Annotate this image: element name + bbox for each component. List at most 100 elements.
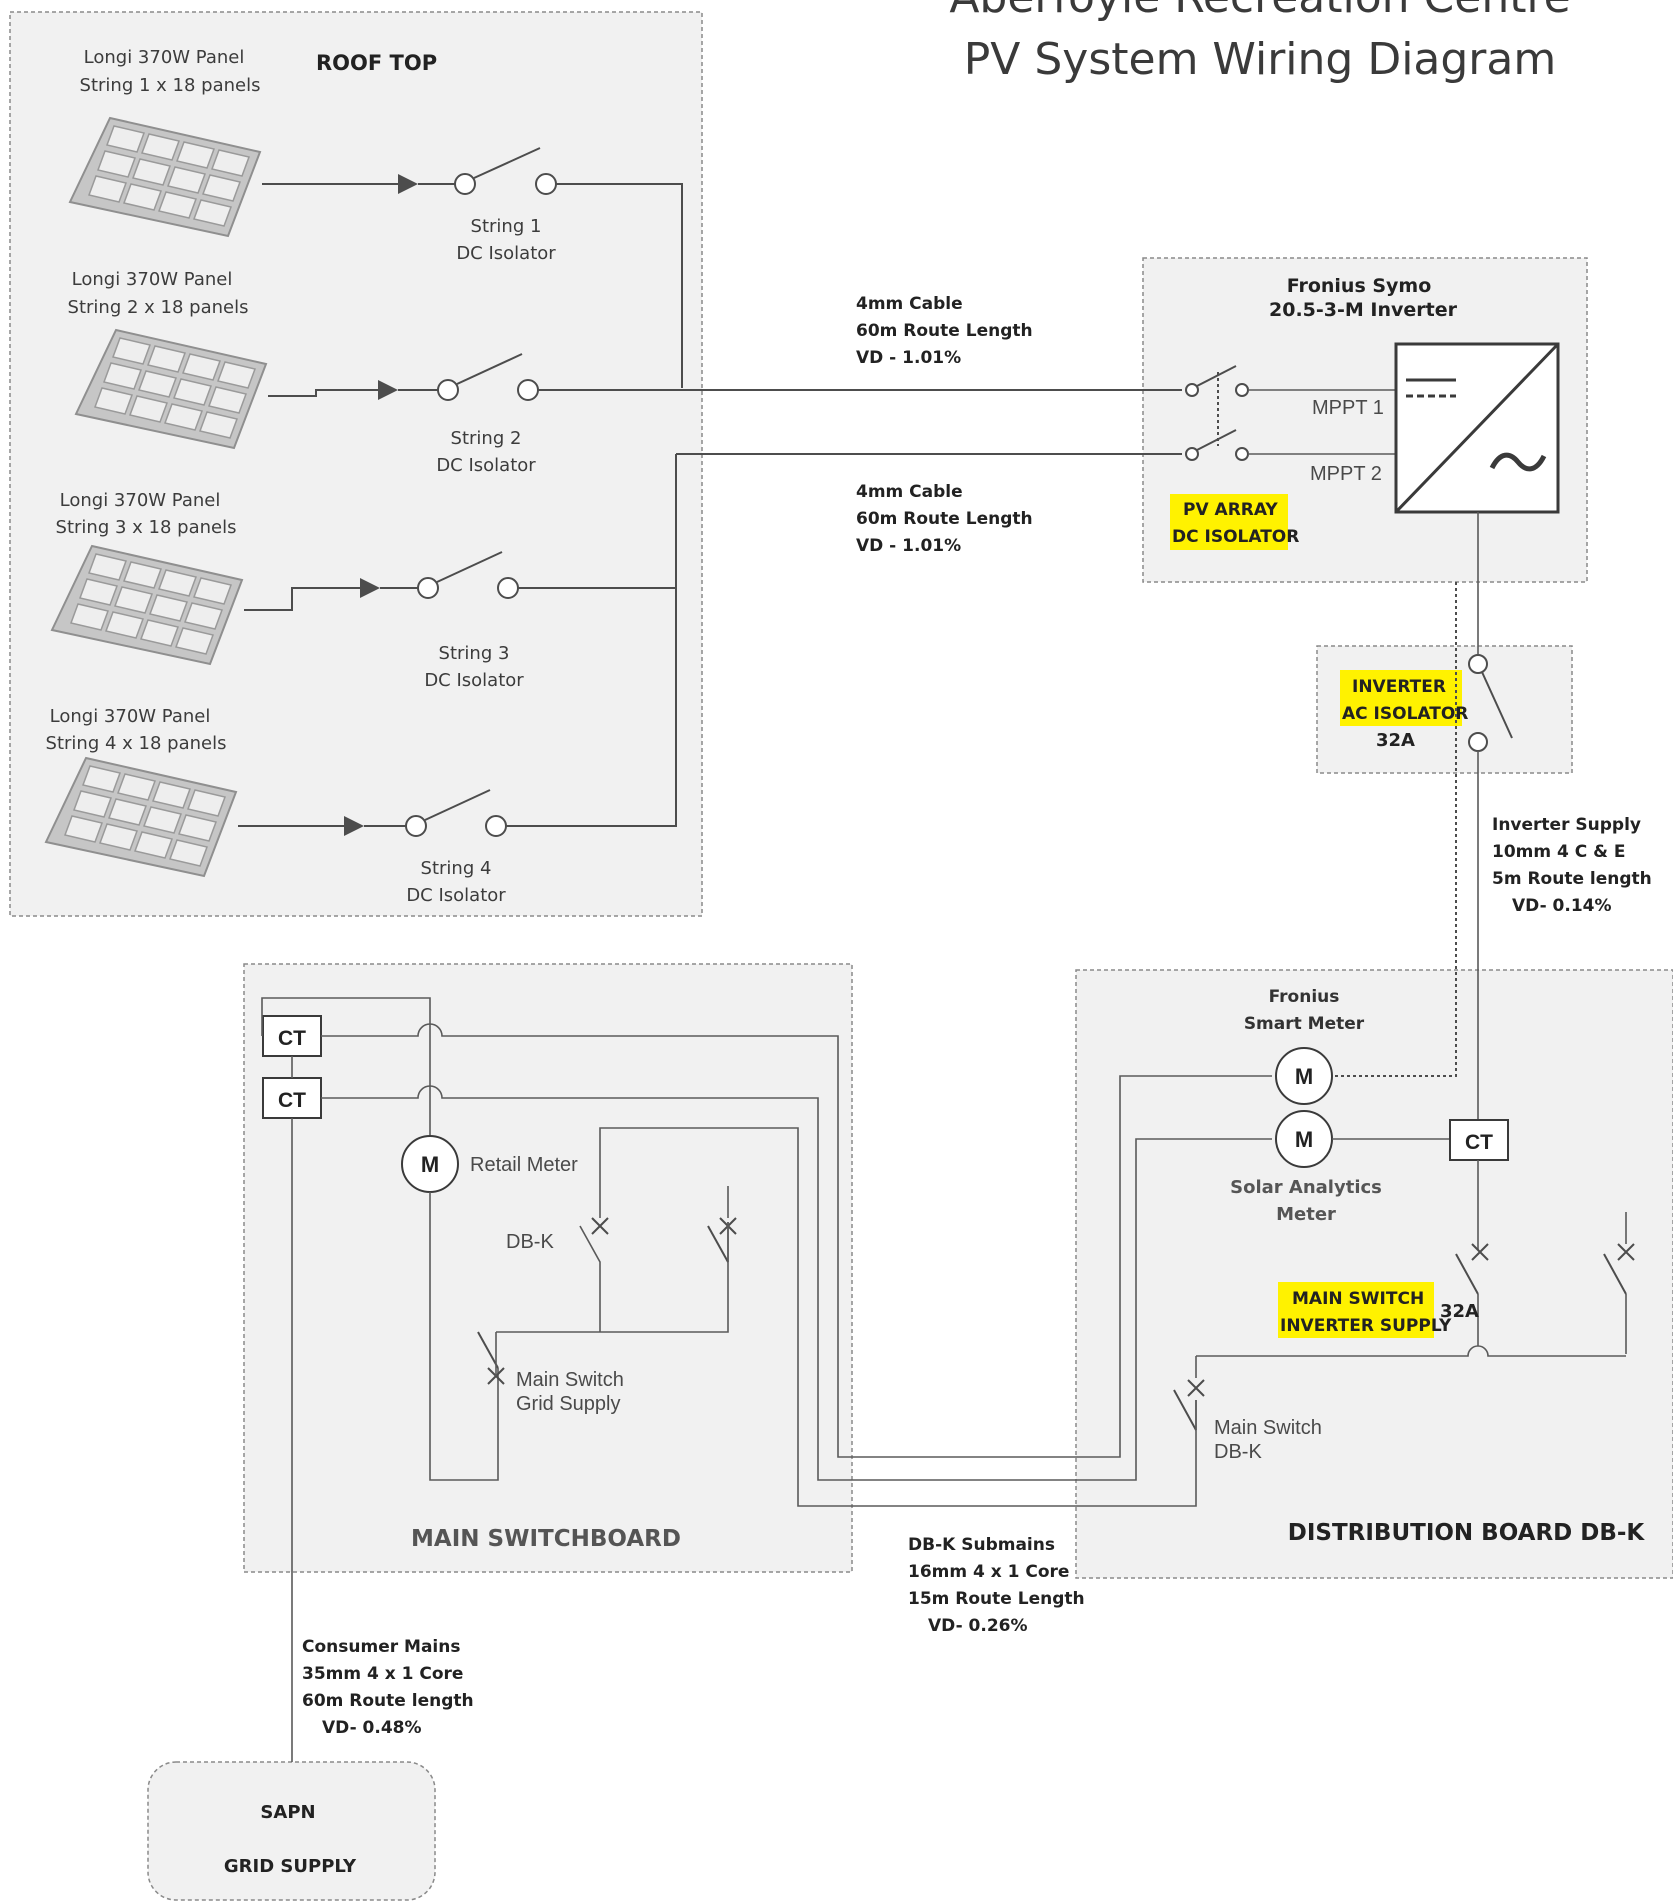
- ms-main-switch-label: Main Switch: [516, 1369, 624, 1391]
- retail-meter-label: Retail Meter: [470, 1154, 578, 1176]
- submains-length: 15m Route Length: [908, 1589, 1085, 1609]
- smart-meter-type: Smart Meter: [1244, 1014, 1365, 1034]
- dbk-main-switch-blade: [1173, 1389, 1197, 1431]
- arrow-icon: [378, 380, 398, 400]
- string-1-panel-count: String 1 x 18 panels: [80, 75, 261, 96]
- ac-isolator-terminal: [1468, 654, 1488, 674]
- string-3-panel-label: Longi 370W Panel: [60, 490, 221, 511]
- inv-supply-switch-highlight: [1278, 1282, 1434, 1338]
- string-1-isolator-blade: [473, 147, 541, 179]
- retail-meter-symbol: M: [421, 1152, 439, 1177]
- analytics-meter-type: Meter: [1276, 1204, 1336, 1225]
- consumer-mains-size: 35mm 4 x 1 Core: [302, 1664, 463, 1684]
- dbk-main-switch-type: DB-K: [1214, 1441, 1262, 1463]
- string-2-isolator-terminal: [437, 379, 459, 401]
- ms-main-switch-type: Grid Supply: [516, 1393, 621, 1415]
- db-k-box: [1075, 969, 1673, 1579]
- string-4-panel-count: String 4 x 18 panels: [46, 733, 227, 754]
- analytics-meter-symbol: M: [1295, 1127, 1313, 1152]
- inv-supply-breaker-blade: [1455, 1253, 1479, 1295]
- grid-supply-box: [147, 1761, 436, 1901]
- consumer-mains-length: 60m Route length: [302, 1691, 474, 1711]
- string-2-panel-label: Longi 370W Panel: [72, 269, 233, 290]
- string-2-panel-count: String 2 x 18 panels: [68, 297, 249, 318]
- fronius-smart-meter: [1275, 1047, 1333, 1105]
- ac-isolator-blade: [1481, 671, 1513, 739]
- string-4-isolator-terminal: [405, 815, 427, 837]
- ct-2-label: CT: [278, 1089, 306, 1112]
- inverter-supply-label: Inverter Supply: [1492, 815, 1641, 835]
- mppt-2-label: MPPT 2: [1310, 463, 1382, 485]
- pv-isolator-terminal: [1185, 383, 1199, 397]
- string-1-isolator-terminal: [535, 173, 557, 195]
- main-switchboard-heading: MAIN SWITCHBOARD: [411, 1526, 681, 1552]
- dc-cable-2-length: 60m Route Length: [856, 509, 1033, 529]
- string-1-isolator-label: String 1: [471, 216, 542, 237]
- ac-isolator-terminal: [1468, 732, 1488, 752]
- string-3-panel-count: String 3 x 18 panels: [56, 517, 237, 538]
- string-4-isolator-blade: [424, 789, 491, 821]
- diagram-title-line2: PV System Wiring Diagram: [964, 34, 1556, 85]
- db-k-busbar: [1196, 1345, 1626, 1357]
- string-2-isolator-terminal: [517, 379, 539, 401]
- diagram-title-line1: Aberfoyle Recreation Centre: [949, 0, 1570, 23]
- ms-dbk-breaker-label: DB-K: [506, 1231, 554, 1253]
- string-4-panel-label: Longi 370W Panel: [50, 706, 211, 727]
- pv-isolator-terminal: [1235, 447, 1249, 461]
- arrow-icon: [360, 578, 380, 598]
- string-3-wire: [244, 587, 374, 611]
- smart-meter-symbol: M: [1295, 1064, 1313, 1089]
- mppt-1-label: MPPT 1: [1312, 397, 1384, 419]
- string-3-isolator-type: DC Isolator: [424, 670, 524, 691]
- string-3-isolator-label: String 3: [439, 643, 510, 664]
- pv-isolator-type: DC ISOLATOR: [1172, 527, 1299, 547]
- ac-isolator-rating: 32A: [1376, 730, 1415, 751]
- string-1-isolator-type: DC Isolator: [456, 243, 556, 264]
- string-4-isolator-label: String 4: [421, 858, 492, 879]
- pv-isolator-terminal: [1235, 383, 1249, 397]
- inverter-supply-vd: VD- 0.14%: [1512, 896, 1612, 916]
- inv-supply-switch-type: INVERTER SUPPLY: [1280, 1316, 1452, 1336]
- ac-isolator-type: AC ISOLATOR: [1342, 704, 1468, 724]
- string-3-isolator-terminal: [497, 577, 519, 599]
- submains-label: DB-K Submains: [908, 1535, 1055, 1555]
- ct-2-secondary: [321, 1085, 1272, 1481]
- db-k-ct-label: CT: [1465, 1131, 1493, 1154]
- inv-supply-switch-rating: 32A: [1440, 1301, 1479, 1322]
- pv-isolator-label: PV ARRAY: [1183, 500, 1278, 520]
- dc-cable-1-size: 4mm Cable: [856, 294, 963, 314]
- consumer-mains-vd: VD- 0.48%: [322, 1718, 422, 1738]
- inv-supply-switch-label: MAIN SWITCH: [1292, 1289, 1424, 1309]
- pv-isolator-highlight: [1170, 494, 1288, 550]
- db-k-heading: DISTRIBUTION BOARD DB-K: [1288, 1520, 1646, 1546]
- string-1-panel-label: Longi 370W Panel: [84, 47, 245, 68]
- roof-top-heading: ROOF TOP: [316, 51, 437, 75]
- grid-supply-name: SAPN: [260, 1802, 315, 1823]
- string-1-isolator-terminal: [454, 173, 476, 195]
- ct-1-secondary: [321, 1023, 1272, 1458]
- dbk-main-switch-label: Main Switch: [1214, 1417, 1322, 1439]
- db-k-ct: [1449, 1119, 1509, 1161]
- ac-isolator-highlight: [1340, 670, 1462, 726]
- arrow-icon: [398, 174, 418, 194]
- string-2-isolator-blade: [456, 353, 523, 385]
- ms-busbar-top: [261, 997, 431, 1137]
- smart-meter-comms-link: [1330, 582, 1457, 1077]
- inverter-name: Fronius Symo: [1287, 275, 1432, 297]
- inverter-supply-size: 10mm 4 C & E: [1492, 842, 1626, 862]
- submains-vd: VD- 0.26%: [928, 1616, 1028, 1636]
- grid-supply-label: GRID SUPPLY: [224, 1856, 357, 1877]
- inverter-model: 20.5-3-M Inverter: [1269, 299, 1458, 321]
- dc-cable-2-size: 4mm Cable: [856, 482, 963, 502]
- consumer-mains-label: Consumer Mains: [302, 1637, 460, 1657]
- inverter-supply-length: 5m Route length: [1492, 869, 1652, 889]
- smart-meter-label: Fronius: [1269, 987, 1340, 1007]
- string-2-isolator-label: String 2: [451, 428, 522, 449]
- arrow-icon: [344, 816, 364, 836]
- string-2-isolator-type: DC Isolator: [436, 455, 536, 476]
- analytics-meter-label: Solar Analytics: [1230, 1177, 1382, 1198]
- string-4-isolator-type: DC Isolator: [406, 885, 506, 906]
- string-3-isolator-terminal: [417, 577, 439, 599]
- string-2-wire: [268, 389, 392, 397]
